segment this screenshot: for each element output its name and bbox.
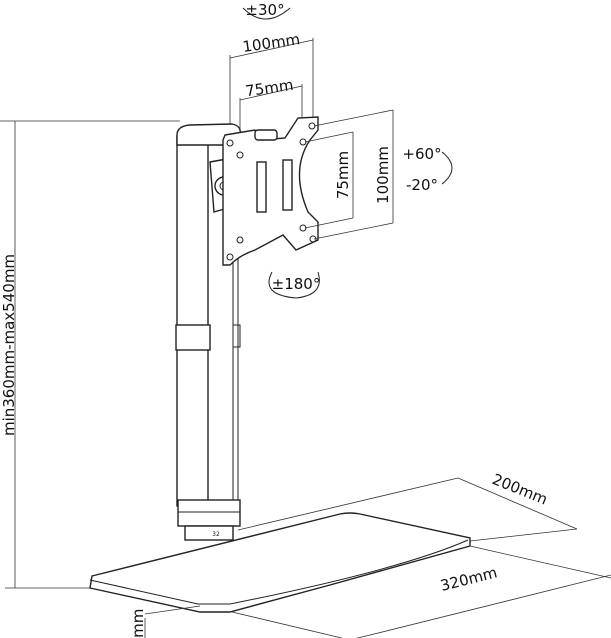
height-dimension: min360mm-max540mm xyxy=(0,120,180,589)
pole: 32 xyxy=(175,123,242,541)
tilt-up-label: +60° xyxy=(402,145,441,163)
tilt-indicator: +60° -20° xyxy=(402,145,453,194)
rotation-arrow-icon xyxy=(268,271,320,299)
height-range-label: min360mm-max540mm xyxy=(0,254,18,436)
tilt-down-label: -20° xyxy=(406,176,438,194)
base-width-label: 320mm xyxy=(439,563,499,594)
base-plate xyxy=(89,512,471,613)
vesa-plate xyxy=(222,116,319,266)
vesa-width-small-label: 75mm xyxy=(244,76,294,101)
vesa-height-large-label: 100mm xyxy=(374,146,392,204)
base-thickness-label: 6mm xyxy=(129,609,147,638)
vesa-height-small-label: 75mm xyxy=(334,151,352,199)
swivel-label: ±30° xyxy=(245,1,284,19)
swivel-indicator: ±30° xyxy=(242,1,291,20)
base-depth-label: 200mm xyxy=(490,470,550,508)
tilt-arrow-icon xyxy=(441,151,453,185)
vesa-width-large-label: 100mm xyxy=(241,30,301,56)
swivel-arrow-icon xyxy=(242,7,291,20)
rotation-indicator: ±180° xyxy=(268,271,321,299)
rotation-label: ±180° xyxy=(272,275,321,293)
vesa-height-dimensions: 75mm 100mm xyxy=(304,109,394,240)
pole-mark: 32 xyxy=(212,531,220,538)
